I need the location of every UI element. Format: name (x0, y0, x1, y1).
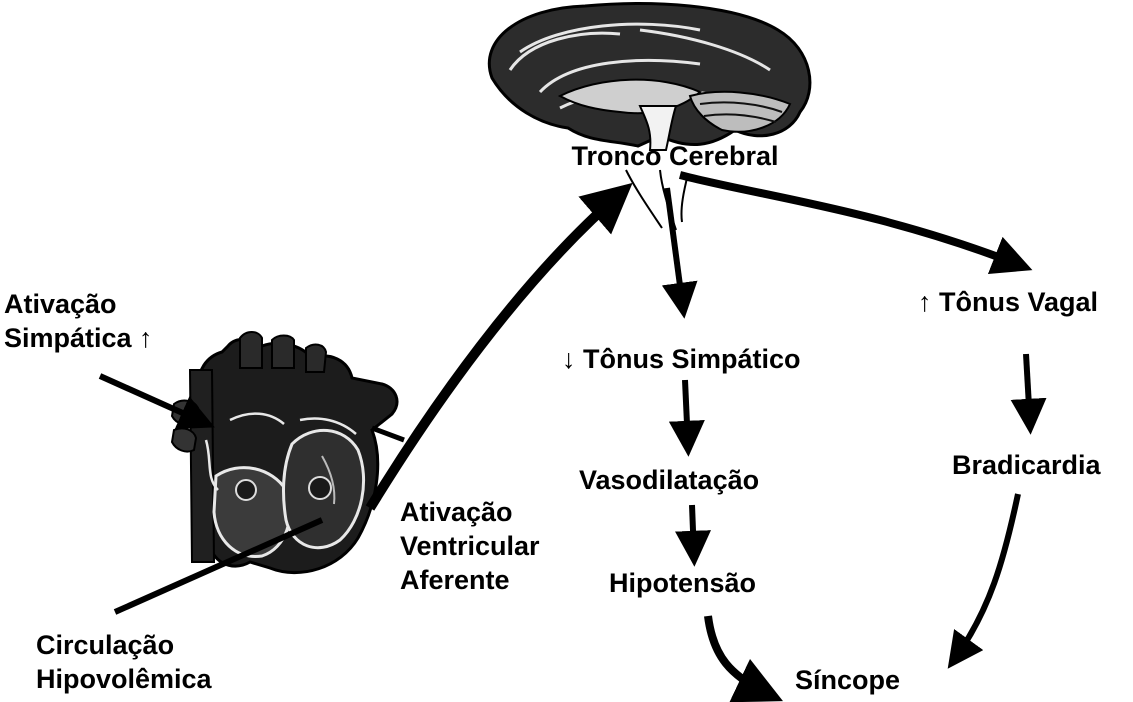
arrow-to-hypotension (692, 505, 694, 556)
vagal-tone-increase-label: ↑ Tônus Vagal (918, 285, 1098, 319)
sympathetic-tone-decrease-label: ↓ Tônus Simpático (562, 342, 801, 376)
syncope-label: Síncope (795, 663, 900, 697)
bradycardia-label: Bradicardia (952, 448, 1101, 482)
arrow-hypotension-to-syncope (708, 616, 770, 695)
arrow-bradycardia-to-syncope (954, 494, 1018, 660)
hypotension-label: Hipotensão (609, 566, 756, 600)
arrow-brainstem-to-vagal-tone (680, 175, 1022, 266)
ventricular-afferent-activation-label: Ativação Ventricular Aferente (400, 495, 540, 597)
brain-illustration (489, 4, 810, 150)
arrow-to-vasodilation (685, 380, 688, 446)
arrow-to-bradycardia (1026, 354, 1030, 424)
sympathetic-activation-label: Ativação Simpática ↑ (4, 287, 153, 355)
brainstem-label: Tronco Cerebral (545, 139, 805, 173)
brainstem-fibers (626, 170, 688, 230)
arrow-brainstem-to-sympathetic-tone (667, 188, 683, 308)
hypovolemic-circulation-label: Circulação Hipovolêmica (36, 628, 212, 696)
vasodilation-label: Vasodilatação (579, 463, 759, 497)
